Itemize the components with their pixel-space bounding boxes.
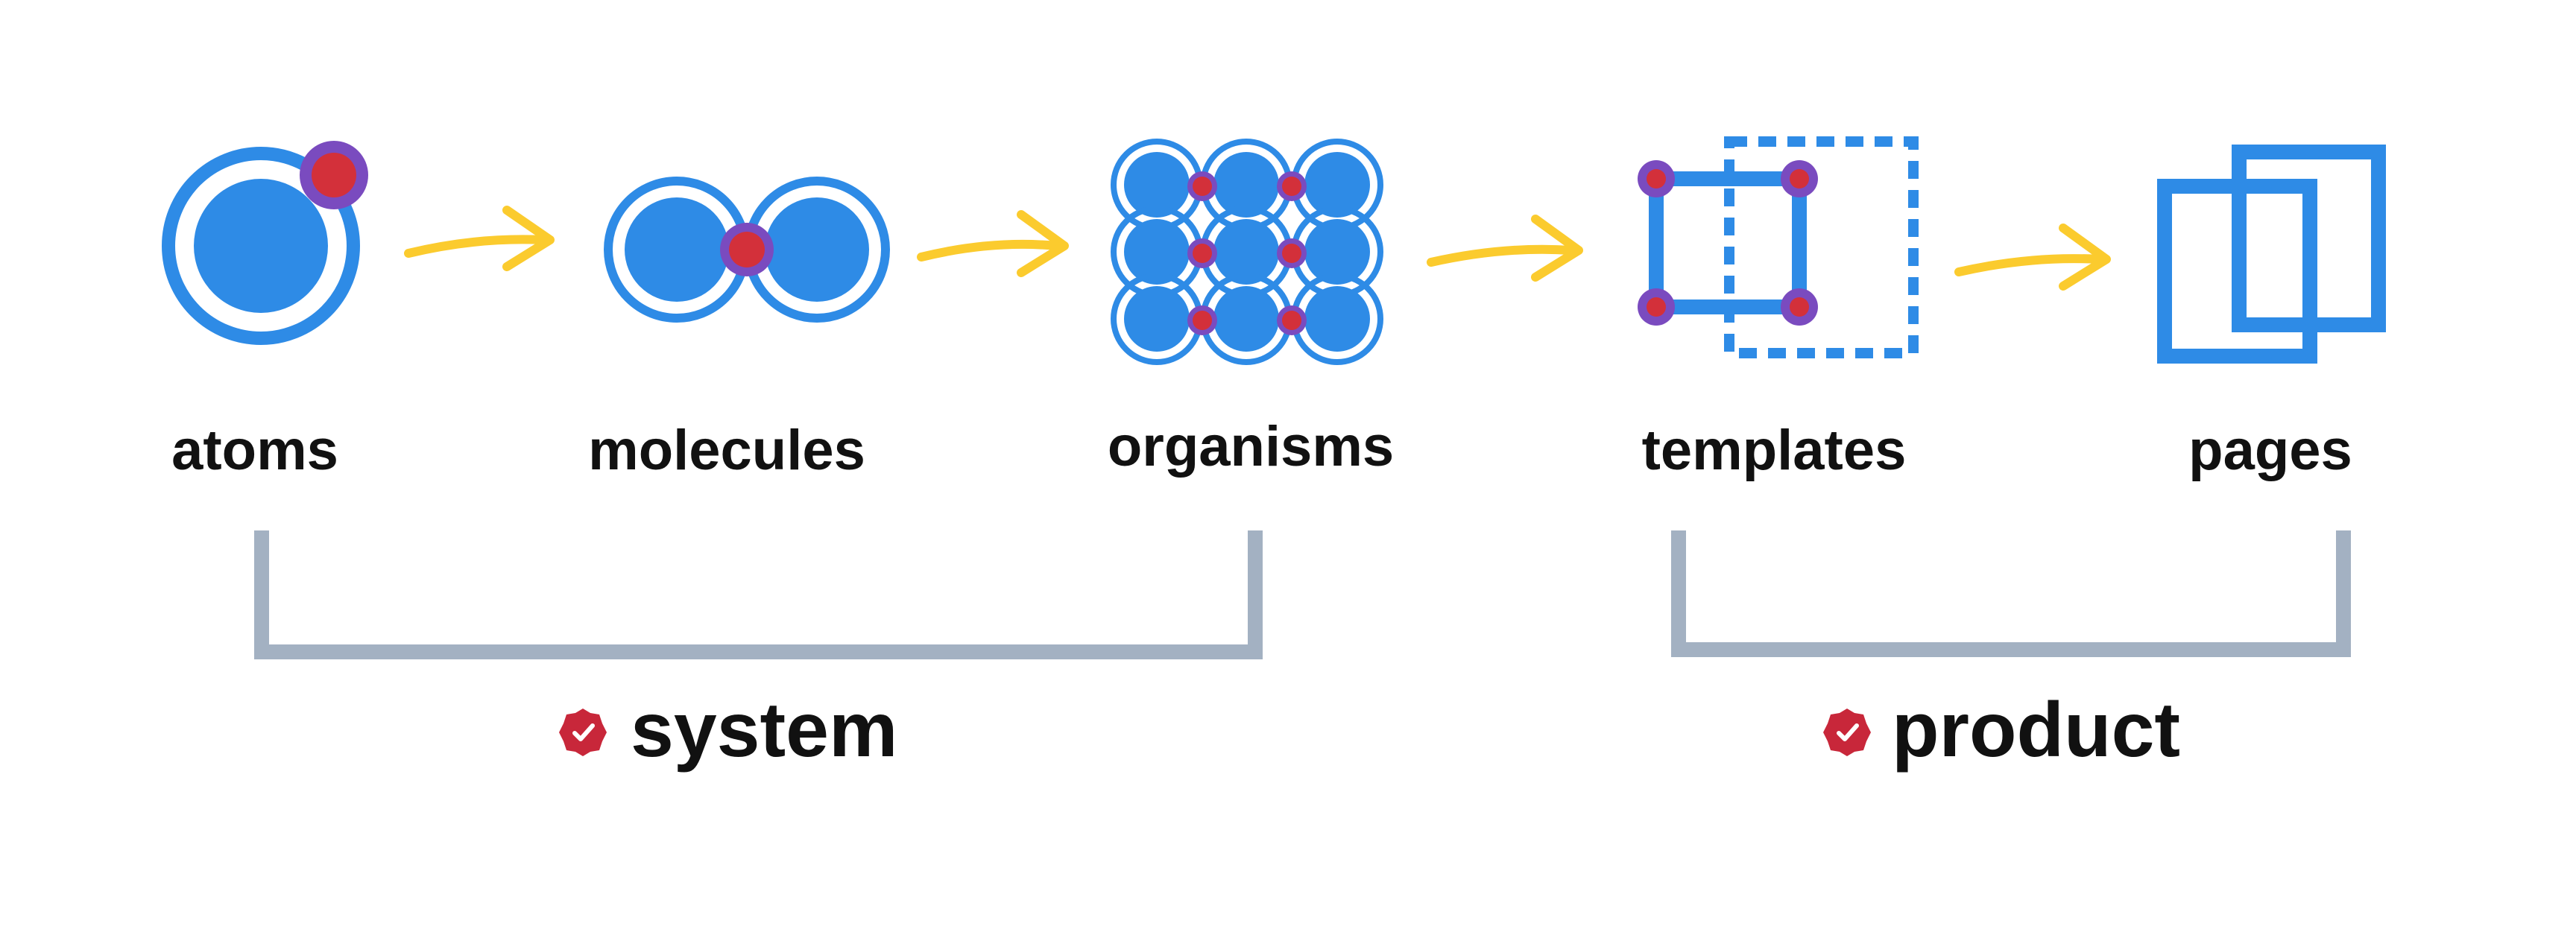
group-label-system: system — [631, 687, 897, 773]
arrow-icon — [1954, 224, 2111, 291]
stage-label-pages: pages — [2188, 419, 2352, 482]
stage-label-organisms: organisms — [1108, 415, 1394, 478]
arrow-icon — [917, 210, 1069, 277]
stage-label-atoms: atoms — [171, 419, 338, 482]
check-badge-icon — [559, 709, 607, 756]
molecule-icon — [604, 177, 890, 323]
pages-icon — [2157, 145, 2386, 364]
group-label-product: product — [1892, 687, 2180, 773]
arrow-icon — [1427, 215, 1583, 282]
stage-label-molecules: molecules — [588, 419, 865, 482]
template-icon — [1638, 136, 1919, 358]
atom-icon — [162, 141, 368, 345]
system-bracket — [254, 530, 1263, 659]
stage-label-templates: templates — [1642, 419, 1907, 482]
product-bracket — [1671, 530, 2351, 657]
arrow-icon — [404, 206, 555, 271]
organism-icon — [1114, 142, 1380, 362]
check-badge-icon — [1823, 709, 1871, 756]
